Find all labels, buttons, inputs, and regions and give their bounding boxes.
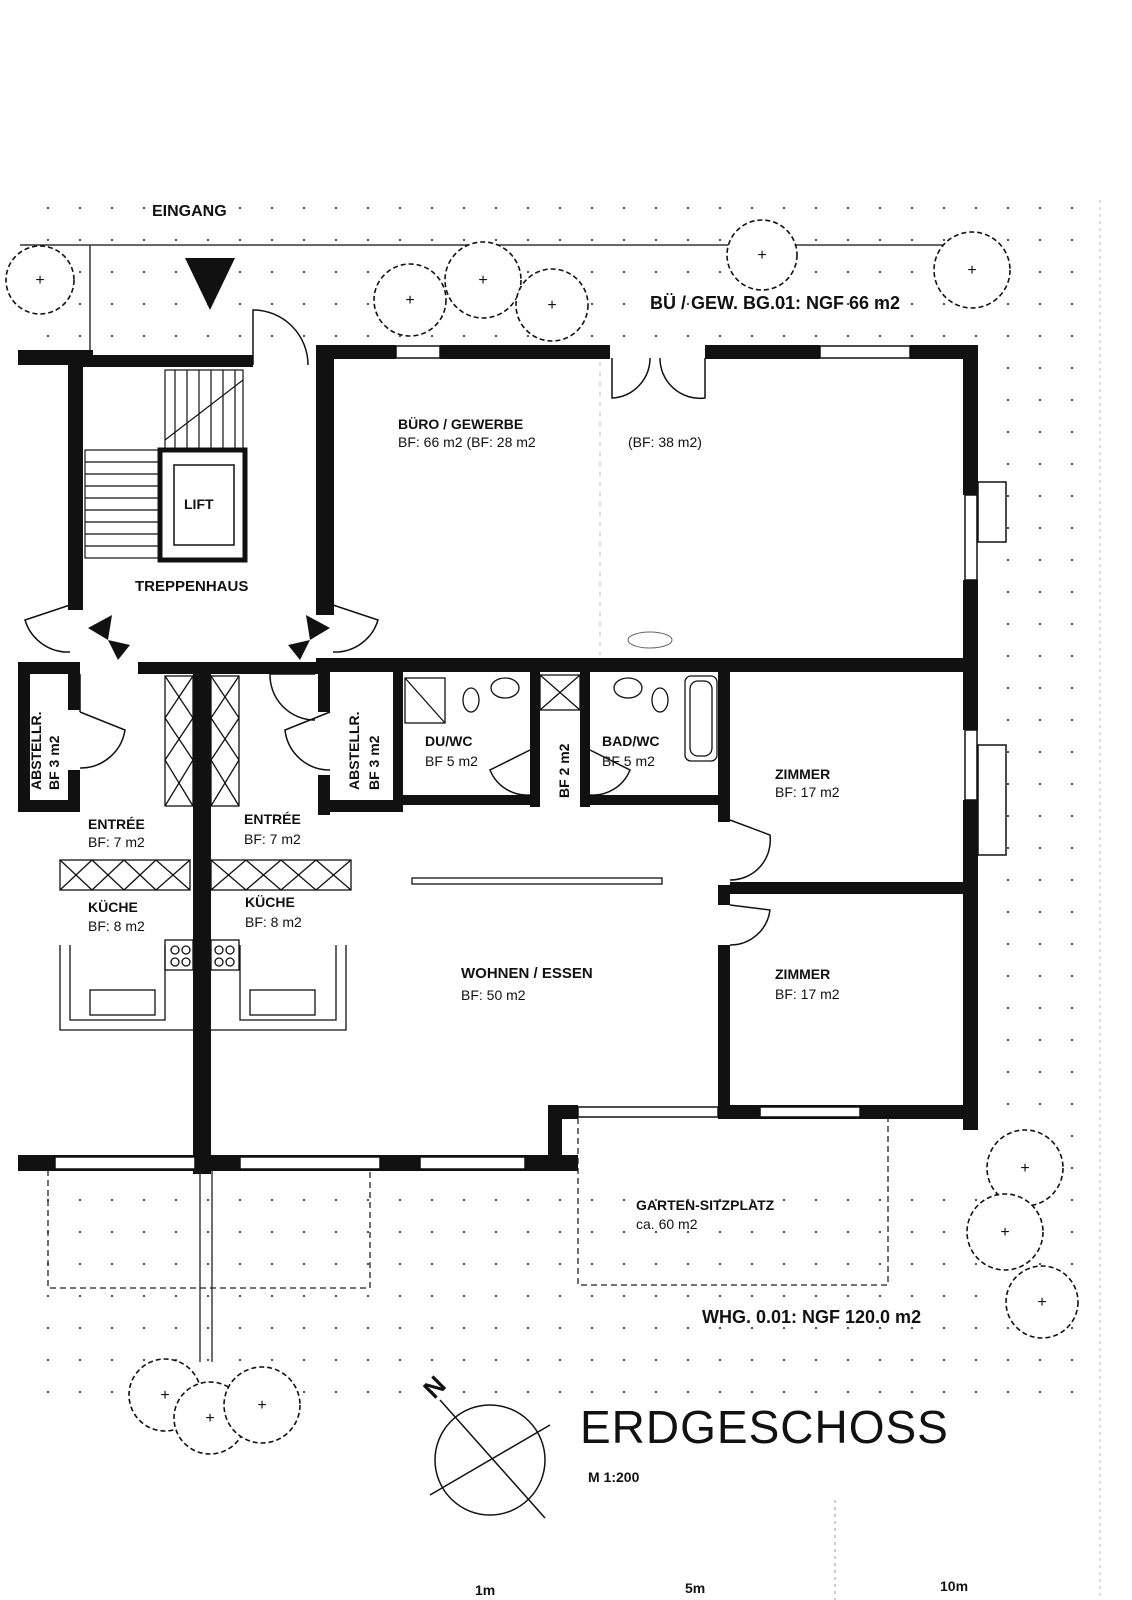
entry-left-name: ENTRÉE [88, 816, 145, 832]
stair-label: TREPPENHAUS [135, 578, 249, 595]
entry-right-area: BF: 7 m2 [244, 831, 301, 847]
svg-text:+: + [1000, 1224, 1009, 1241]
entry-right-name: ENTRÉE [244, 811, 301, 827]
lift-label: LIFT [184, 496, 214, 512]
room-office-name: BÜRO / GEWERBE [398, 416, 524, 432]
storage-right-name: ABSTELLR. [346, 711, 362, 790]
room2-area: BF: 17 m2 [775, 986, 840, 1002]
svg-text:+: + [478, 272, 487, 289]
living-name: WOHNEN / ESSEN [461, 965, 593, 982]
svg-text:+: + [757, 247, 766, 264]
kitchen-left-name: KÜCHE [88, 899, 138, 915]
shafts [59, 674, 581, 891]
drawing-title: ERDGESCHOSS [580, 1401, 949, 1453]
entrance-arrow-icon [185, 258, 235, 310]
room-shower-name: DU/WC [425, 733, 473, 749]
kitchen-counters [59, 939, 347, 1031]
svg-text:+: + [205, 1410, 214, 1427]
doors [24, 309, 772, 946]
scale-bar-10m: 10m [940, 1578, 969, 1594]
room-office-area-b: (BF: 38 m2) [628, 434, 702, 450]
living-area: BF: 50 m2 [461, 987, 526, 1003]
arrow-right-icon [306, 615, 330, 640]
trees [5, 219, 1079, 1455]
svg-text:+: + [160, 1387, 169, 1404]
svg-text:+: + [967, 262, 976, 279]
apartment-unit-footer: WHG. 0.01: NGF 120.0 m2 [702, 1307, 922, 1327]
svg-text:+: + [257, 1397, 266, 1414]
storage-left-name: ABSTELLR. [28, 711, 44, 790]
kitchen-right-area: BF: 8 m2 [245, 914, 302, 930]
tree-centers: + + + + + + + + + + + + [35, 247, 1046, 1427]
room2-name: ZIMMER [775, 966, 831, 982]
kitchen-right-name: KÜCHE [245, 894, 295, 910]
office-unit-header: BÜ / GEW. BG.01: NGF 66 m2 [650, 293, 901, 313]
room-office-area: BF: 66 m2 (BF: 28 m2 [398, 434, 536, 450]
room-bath-area: BF 5 m2 [602, 753, 655, 769]
entry-left-area: BF: 7 m2 [88, 834, 145, 850]
garden-name: GARTEN-SITZPLATZ [636, 1197, 775, 1213]
lift-shaft [157, 447, 248, 563]
svg-text:+: + [547, 297, 556, 314]
sanitary-fixtures [404, 675, 718, 762]
drawing-scale: M 1:200 [588, 1469, 640, 1485]
kitchen-left-area: BF: 8 m2 [88, 918, 145, 934]
scale-bar-5m: 5m [685, 1580, 706, 1596]
corridor-area-text: BF 2 m2 [556, 743, 572, 798]
svg-text:+: + [405, 292, 414, 309]
arrow-left-icon [88, 615, 112, 640]
svg-text:+: + [35, 272, 44, 289]
entrance-label: EINGANG [152, 203, 227, 220]
garden-area: ca. 60 m2 [636, 1216, 698, 1232]
scale-bar-1m: 1m [475, 1582, 496, 1598]
storage-right-area: BF 3 m2 [366, 735, 382, 790]
grid-right [988, 350, 1098, 1170]
north-compass-icon [429, 1399, 551, 1519]
storage-left-area: BF 3 m2 [46, 735, 62, 790]
room-shower-area: BF 5 m2 [425, 753, 478, 769]
staircase [84, 369, 244, 559]
windows [54, 345, 978, 1170]
svg-text:+: + [1020, 1160, 1029, 1177]
room1-area: BF: 17 m2 [775, 784, 840, 800]
room1-name: ZIMMER [775, 766, 831, 782]
svg-text:+: + [1037, 1294, 1046, 1311]
room-bath-name: BAD/WC [602, 733, 660, 749]
terraces [47, 1118, 889, 1289]
